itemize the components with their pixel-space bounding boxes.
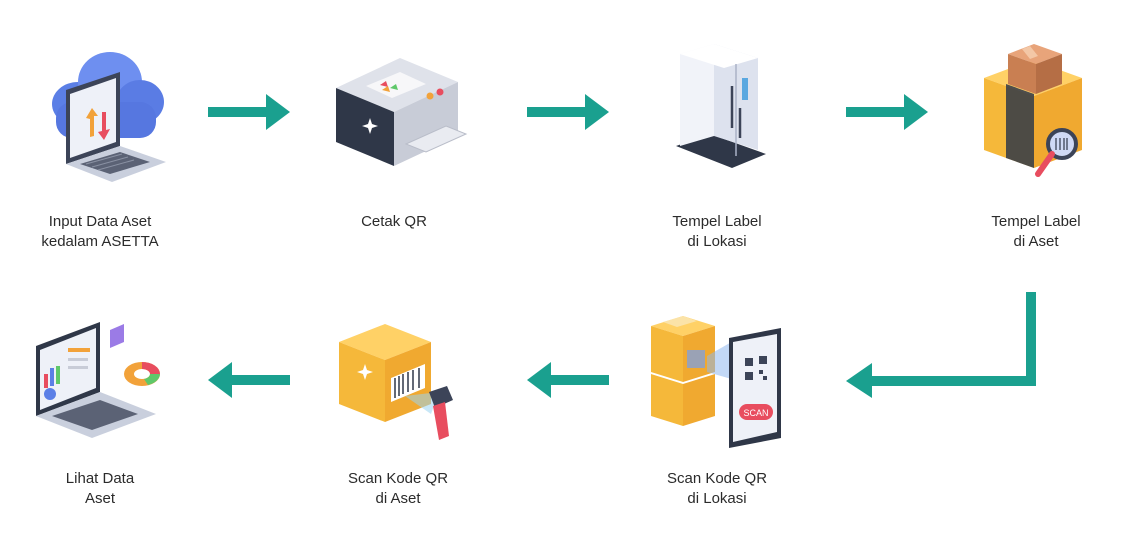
package-magnifier-icon: [984, 44, 1082, 177]
printer-icon: [336, 58, 468, 166]
scan-badge-label: SCAN: [743, 408, 768, 418]
arrow-right-icon: [846, 94, 928, 130]
refrigerator-icon: [676, 44, 766, 168]
laptop-dashboard-icon: [36, 322, 160, 438]
phone-scan-boxes-icon: SCAN: [651, 316, 781, 448]
barcode-scanner-box-icon: [339, 324, 453, 440]
step-label-cetak-qr: Cetak QR: [361, 213, 427, 230]
arrow-elbow-down-left-icon: [846, 292, 1036, 398]
arrow-left-icon: [527, 362, 609, 398]
arrow-left-icon: [208, 362, 290, 398]
arrow-right-icon: [527, 94, 609, 130]
arrow-right-icon: [208, 94, 290, 130]
laptop-cloud-upload-icon: [52, 52, 166, 182]
